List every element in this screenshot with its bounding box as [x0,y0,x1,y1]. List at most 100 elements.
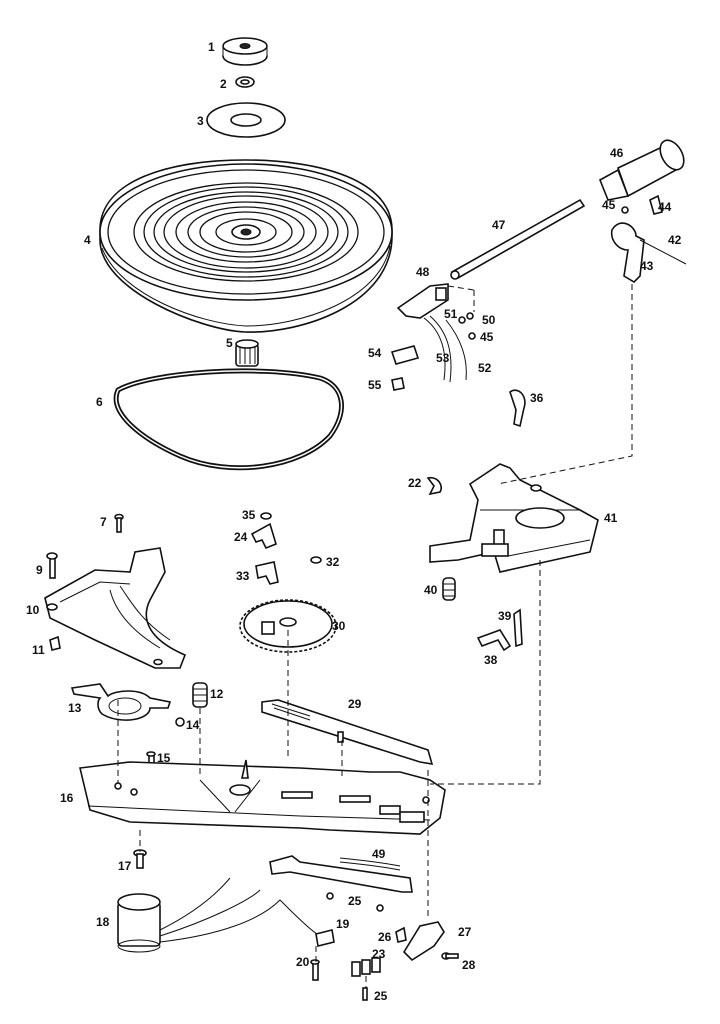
part-14-screw [175,717,185,727]
part-1-spindle-cap [222,37,268,66]
callout-40: 40 [424,583,438,597]
part-25-screw-lower [362,987,368,1001]
part-49-slide-lever [269,855,413,893]
part-42-pin [639,239,687,265]
callout-29: 29 [348,697,362,711]
part-2-clip [235,76,255,88]
callout-41: 41 [604,511,618,525]
part-25-washer-upper [376,904,384,912]
part-30-gear [239,599,337,653]
callout-20: 20 [296,955,310,969]
callout-33: 33 [236,569,250,583]
callout-50: 50 [482,313,496,327]
callout-19: 19 [336,917,350,931]
part-6-drive-belt [113,368,344,471]
part-13-cam-lever [70,683,172,721]
part-35-washer [260,512,272,520]
callout-15: 15 [157,751,171,765]
part-25-screw-upper [326,892,334,900]
part-43-yoke [610,222,645,284]
part-44-spring [649,194,663,215]
callout-16: 16 [60,791,74,805]
part-54-cartridge [390,345,420,365]
part-32-nut [310,556,322,564]
callout-47: 47 [492,218,506,232]
part-47-tonearm-tube [450,198,586,280]
callout-46: 46 [610,146,624,160]
callout-49: 49 [372,847,386,861]
part-28-screw [441,952,459,960]
part-22-clip [426,476,443,496]
callout-27: 27 [458,925,472,939]
callout-4: 4 [84,233,91,247]
callout-48: 48 [416,265,430,279]
callout-52: 52 [478,361,492,375]
callout-45-lower: 45 [480,330,494,344]
callout-25-upper: 25 [348,894,362,908]
callout-17: 17 [118,859,132,873]
part-16-base-plate [79,759,446,835]
part-4-platter [99,159,393,333]
callout-55: 55 [368,378,382,392]
callout-22: 22 [408,476,422,490]
callout-24: 24 [234,530,248,544]
part-15-screw [146,751,156,769]
callout-44: 44 [658,200,672,214]
part-9-screw [46,552,58,579]
callout-38: 38 [484,653,498,667]
part-18-motor [117,877,331,953]
part-50-nut [466,312,474,320]
callout-42: 42 [668,233,682,247]
part-55-stylus [391,377,405,391]
callout-2: 2 [220,77,227,91]
part-3-washer [206,102,286,138]
part-19-switch [315,929,335,947]
callout-18: 18 [96,915,110,929]
callout-39: 39 [498,609,512,623]
part-5-pulley [235,339,259,367]
part-11-clip [49,635,61,651]
callout-5: 5 [226,336,233,350]
callout-36: 36 [530,391,544,405]
callout-32: 32 [326,555,340,569]
part-24-lever [250,522,277,550]
part-39-pin [513,608,523,648]
part-38-link [476,629,512,652]
callout-30: 30 [332,619,346,633]
part-26-clip [395,926,407,943]
part-45-screw-lower [468,332,476,340]
part-46-counterweight [598,139,685,201]
part-33-lever [255,561,279,585]
callout-11: 11 [32,643,45,657]
part-48-headshell [396,283,449,319]
part-40-spring [442,577,456,601]
callout-1: 1 [208,40,215,54]
callout-7: 7 [100,515,107,529]
part-23-switch-contacts [351,957,381,977]
callout-10: 10 [26,603,40,617]
assembly-lines [117,284,633,988]
callout-28: 28 [462,958,476,972]
part-29-slide-bar [261,699,434,765]
callout-45-upper: 45 [602,198,616,212]
callout-35: 35 [242,508,256,522]
part-10-bracket [44,547,187,669]
callout-14: 14 [186,718,200,732]
part-17-pin [133,849,147,869]
callout-43: 43 [640,259,654,273]
callout-labels: 1 2 3 4 5 6 7 9 10 11 12 13 14 15 16 17 … [26,40,682,1003]
part-27-cam [402,921,445,962]
part-41-tonearm-base [429,463,599,573]
part-45-screw-upper [621,206,629,214]
callout-54: 54 [368,346,382,360]
callout-23: 23 [372,947,386,961]
part-53-wires [423,315,467,383]
callout-6: 6 [96,395,103,409]
part-12-spring [192,682,208,708]
callout-13: 13 [68,701,82,715]
callout-53: 53 [436,351,450,365]
callout-25-lower: 25 [374,989,388,1003]
callout-9: 9 [36,563,43,577]
callout-12: 12 [210,687,224,701]
